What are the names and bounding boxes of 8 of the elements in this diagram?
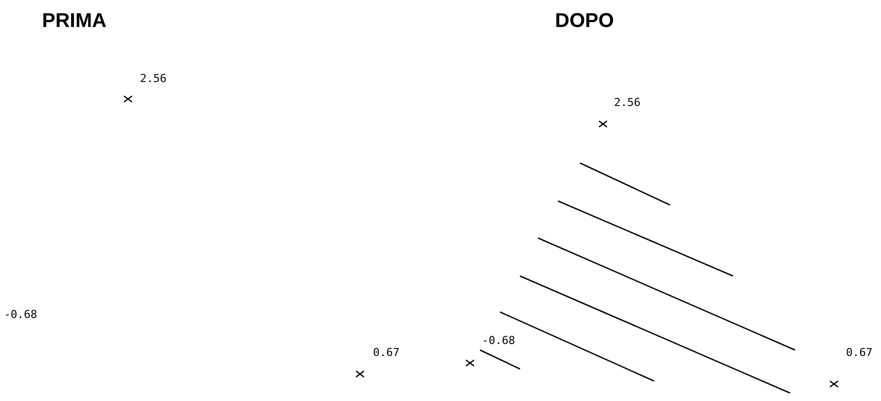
panel-heading: PRIMA [42, 10, 106, 33]
value-label: -0.68 [482, 334, 516, 347]
value-label: 2.56 [140, 72, 166, 85]
panel-heading: DOPO [555, 10, 614, 33]
value-label: 0.67 [846, 346, 872, 359]
value-label: -0.68 [4, 308, 38, 321]
value-label: 0.67 [373, 346, 400, 359]
value-label: 2.56 [614, 96, 640, 109]
